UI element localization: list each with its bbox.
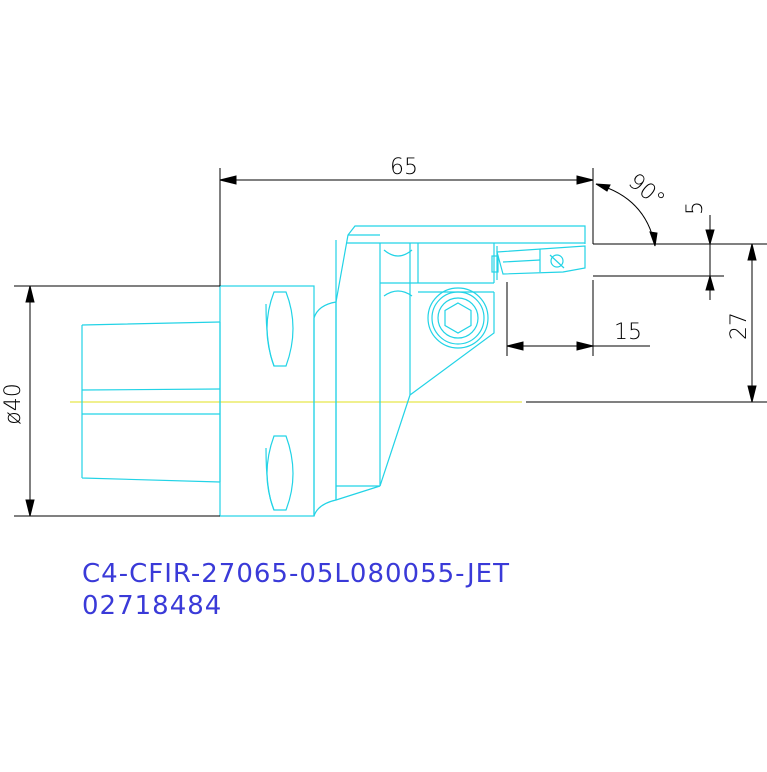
neck [313,301,337,517]
cutting-insert [491,245,586,280]
head [335,225,586,303]
clamp-screw [427,287,489,349]
dimension-lines [14,168,767,517]
dim-reach-label: 15 [614,320,642,345]
dim-diameter-label: ø40 [1,383,26,424]
slot-upper [266,291,294,367]
order-code: 02718484 [82,591,222,621]
dim-height-label: 27 [727,312,752,340]
dim-length-label: 65 [390,155,418,180]
slot-lower [266,435,294,511]
part-number: C4-CFIR-27065-05L080055-JET [82,559,510,589]
dim-angle-label: 90° [623,169,669,213]
dim-edge-label: 5 [683,201,708,215]
tool-holder-outline [81,225,586,517]
shank [81,321,221,483]
